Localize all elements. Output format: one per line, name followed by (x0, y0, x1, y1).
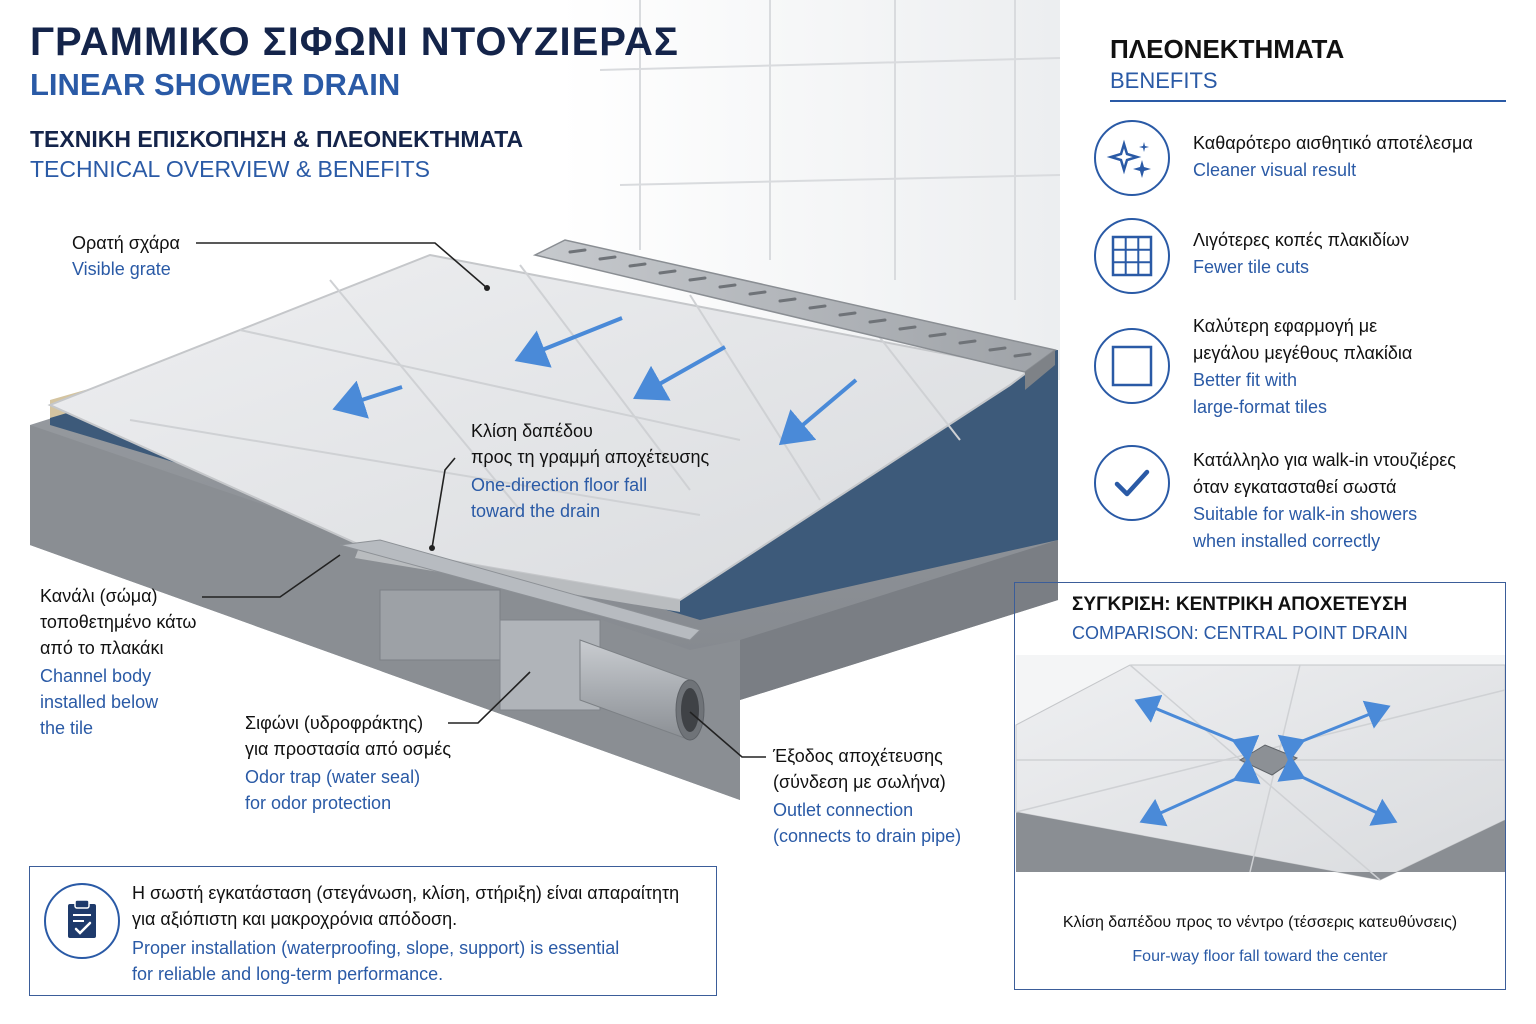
checkmark-icon (1094, 445, 1170, 521)
channel-body (339, 539, 705, 741)
comparison-caption-gr: Κλίση δαπέδου προς το νέντρο (τέσσερις κ… (1062, 914, 1458, 931)
page-title-gr: ΓΡΑΜΜΙΚΟ ΣΙΦΩΝΙ ΝΤΟΥΖΙΕΡΑΣ (30, 20, 679, 64)
benefits-title-en: BENEFITS (1110, 68, 1218, 93)
sparkle-icon (1094, 120, 1170, 196)
page-title-en: LINEAR SHOWER DRAIN (30, 67, 401, 102)
grid-icon (1094, 218, 1170, 294)
subtitle-gr: ΤΕΧΝΙΚΗ ΕΠΙΣΚΟΠΗΣΗ & ΠΛΕΟΝΕΚΤΗΜΑΤΑ (30, 126, 524, 152)
square-tile-icon (1094, 328, 1170, 404)
comparison-floor-illustration (1015, 655, 1506, 881)
benefit-2: Λιγότερες κοπές πλακιδίων Fewer tile cut… (1193, 230, 1410, 277)
benefit-4: Κατάλληλο για walk-in ντουζιέρες όταν εγ… (1193, 450, 1456, 551)
linear-drain-grate (532, 239, 1057, 390)
label-channel-body: Κανάλι (σώμα) τοποθετημένο κάτω από το π… (40, 586, 197, 738)
comparison-title-en: COMPARISON: CENTRAL POINT DRAIN (1072, 623, 1408, 643)
label-visible-grate: Ορατή σχάρα Visible grate (72, 233, 180, 279)
subtitle-en: TECHNICAL OVERVIEW & BENEFITS (30, 156, 431, 182)
label-odor-trap: Σιφώνι (υδροφράκτης) για προστασία από ο… (245, 713, 451, 813)
installation-note-text: Η σωστή εγκατάσταση (στεγάνωση, κλίση, σ… (132, 883, 680, 984)
benefit-1: Καθαρότερο αισθητικό αποτέλεσμα Cleaner … (1193, 133, 1473, 180)
comparison-title-gr: ΣΥΓΚΡΙΣΗ: ΚΕΝΤΡΙΚΗ ΑΠΟΧΕΤΕΥΣΗ (1072, 594, 1408, 615)
benefit-3: Καλύτερη εφαρμογή με μεγάλου μεγέθους πλ… (1193, 316, 1413, 417)
label-floor-fall: Κλίση δαπέδου προς τη γραμμή αποχέτευσης… (471, 421, 710, 521)
benefits-title-gr: ΠΛΕΟΝΕΚΤΗΜΑΤΑ (1110, 34, 1345, 64)
floor-fall-arrows (332, 316, 858, 446)
comparison-panel (1014, 582, 1506, 990)
clipboard-check-icon (44, 883, 120, 959)
label-outlet: Έξοδος αποχέτευσης (σύνδεση με σωλήνα) O… (773, 746, 962, 846)
installation-note (29, 866, 717, 996)
comparison-caption-en: Four-way floor fall toward the center (1132, 948, 1388, 965)
leader-lines (196, 242, 766, 758)
